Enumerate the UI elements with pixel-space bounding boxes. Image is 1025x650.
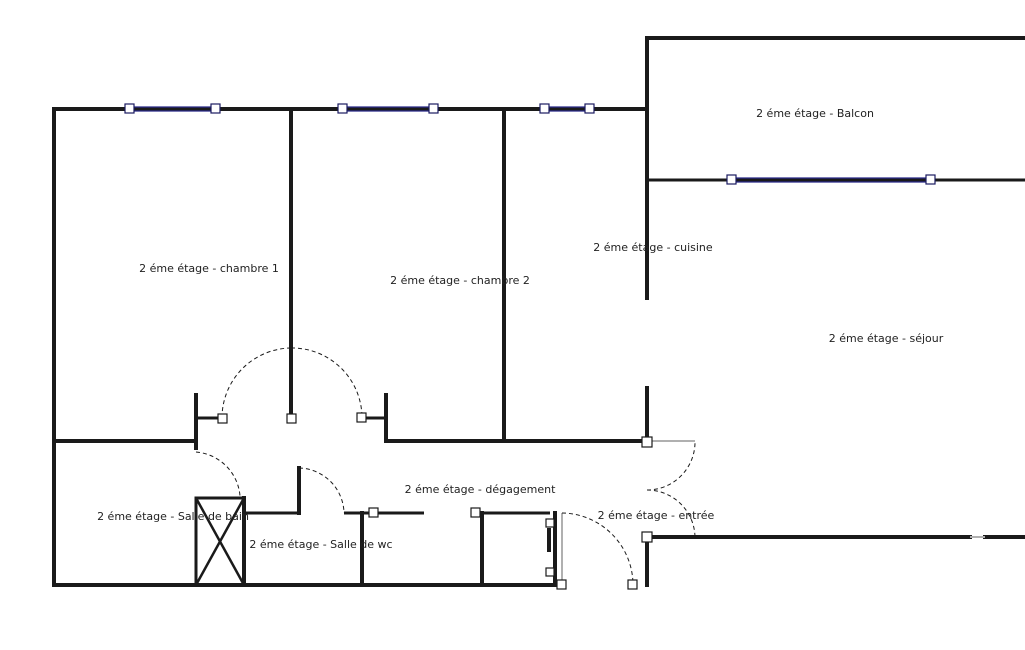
- door-node[interactable]: [545, 567, 555, 577]
- room-label-sejour: 2 éme étage - séjour: [829, 332, 944, 345]
- window-node[interactable]: [428, 103, 439, 114]
- room-label-salle-de-bain: 2 éme étage - Salle de bain: [97, 510, 249, 523]
- room-labels: 2 éme étage - Balcon 2 éme étage - chamb…: [97, 107, 944, 551]
- door-sejour: [646, 489, 696, 538]
- door-node[interactable]: [217, 413, 228, 424]
- door-node[interactable]: [356, 412, 367, 423]
- door-node[interactable]: [286, 413, 297, 424]
- window-node[interactable]: [584, 103, 595, 114]
- door-node[interactable]: [470, 507, 481, 518]
- door-node[interactable]: [627, 579, 638, 590]
- windows: [124, 103, 936, 185]
- door-node[interactable]: [545, 518, 555, 528]
- room-label-degagement: 2 éme étage - dégagement: [405, 483, 556, 496]
- door-node[interactable]: [641, 436, 653, 448]
- window-node[interactable]: [726, 174, 737, 185]
- room-label-chambre1: 2 éme étage - chambre 1: [139, 262, 279, 275]
- room-label-balcon: 2 éme étage - Balcon: [756, 107, 874, 120]
- door-chambre1: [221, 347, 292, 419]
- window-node[interactable]: [337, 103, 348, 114]
- room-label-chambre2: 2 éme étage - chambre 2: [390, 274, 530, 287]
- door-cuisine: [646, 440, 696, 491]
- window-node[interactable]: [124, 103, 135, 114]
- window-node[interactable]: [210, 103, 221, 114]
- walls: [52, 36, 1025, 587]
- door-wc: [298, 467, 345, 514]
- door-sdb: [195, 451, 241, 497]
- room-label-cuisine: 2 éme étage - cuisine: [593, 241, 713, 254]
- door-nodes: [217, 412, 653, 590]
- duct-shaft: [194, 496, 246, 587]
- door-entree: [561, 512, 634, 586]
- doors: [195, 347, 696, 586]
- room-label-salle-de-wc: 2 éme étage - Salle de wc: [249, 538, 392, 551]
- door-node[interactable]: [641, 531, 653, 543]
- door-node[interactable]: [556, 579, 567, 590]
- window-node[interactable]: [925, 174, 936, 185]
- door-node[interactable]: [368, 507, 379, 518]
- room-label-entree: 2 éme étage - entrée: [598, 509, 715, 522]
- window-node[interactable]: [539, 103, 550, 114]
- door-chambre2: [290, 347, 363, 419]
